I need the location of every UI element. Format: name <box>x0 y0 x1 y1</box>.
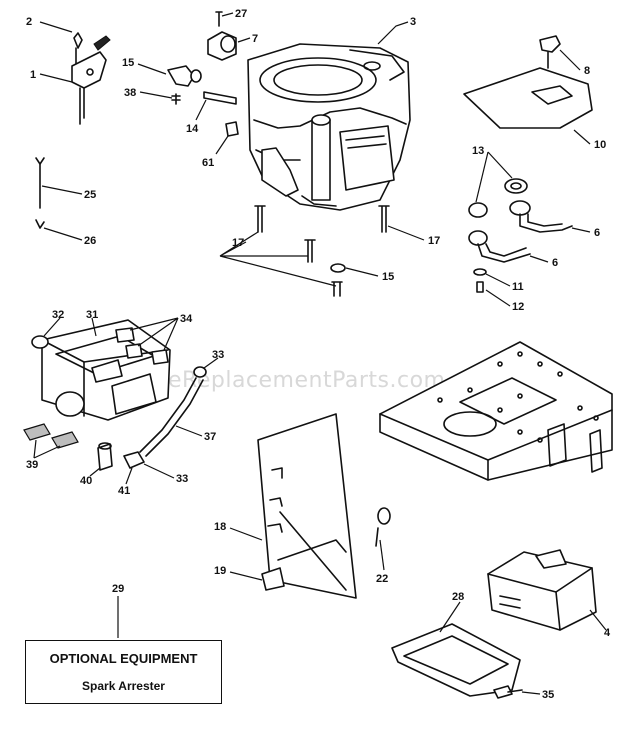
callout-8: 8 <box>584 65 590 77</box>
callout-numbers: 2 27 3 7 15 1 38 14 61 8 10 13 6 6 25 26… <box>26 8 611 701</box>
engine-plate-part <box>463 35 593 129</box>
callout-28: 28 <box>452 591 464 603</box>
callout-6-lower: 6 <box>552 257 558 269</box>
callout-3: 3 <box>410 16 416 28</box>
callout-25: 25 <box>84 189 96 201</box>
engine-part <box>247 43 411 211</box>
callout-27: 27 <box>235 8 247 20</box>
tube-part <box>123 366 207 469</box>
callout-33-lower: 33 <box>176 473 188 485</box>
fuel-fitting-part <box>207 11 237 61</box>
spark-arrester-label: Spark Arrester <box>82 679 165 693</box>
leader-lines <box>33 12 607 695</box>
spring-part <box>35 157 45 229</box>
fuel-line-part <box>468 178 573 293</box>
callout-12: 12 <box>512 301 524 313</box>
callout-29: 29 <box>112 583 124 595</box>
callout-38: 38 <box>124 87 136 99</box>
frame-part <box>379 341 613 481</box>
callout-41: 41 <box>118 485 130 497</box>
optional-equipment-title: OPTIONAL EQUIPMENT <box>49 651 198 666</box>
shield-panel-part <box>257 413 391 599</box>
callout-1: 1 <box>30 69 36 81</box>
throttle-control-part <box>71 32 111 125</box>
callout-33-upper: 33 <box>212 349 224 361</box>
muffler-part <box>487 549 597 631</box>
elbow-fitting-part <box>167 65 239 137</box>
callout-26: 26 <box>84 235 96 247</box>
callout-18: 18 <box>214 521 226 533</box>
callout-31: 31 <box>86 309 98 321</box>
callout-32: 32 <box>52 309 64 321</box>
optional-equipment-box: OPTIONAL EQUIPMENT Spark Arrester <box>25 640 222 704</box>
muffler-assembly-part <box>23 319 171 471</box>
callout-22: 22 <box>376 573 388 585</box>
callout-7: 7 <box>252 33 258 45</box>
callout-35: 35 <box>542 689 554 701</box>
callout-14: 14 <box>186 123 199 135</box>
callout-11: 11 <box>512 281 524 293</box>
callout-17-left: 17 <box>232 237 244 249</box>
callout-39: 39 <box>26 459 38 471</box>
engine-bolts-part <box>254 205 390 297</box>
callout-40: 40 <box>80 475 92 487</box>
callout-10: 10 <box>594 139 606 151</box>
callout-37: 37 <box>204 431 216 443</box>
callout-15-top: 15 <box>122 57 134 69</box>
watermark-text: eReplacementParts.com <box>168 368 445 393</box>
callout-6-upper: 6 <box>594 227 600 239</box>
callout-61: 61 <box>202 157 214 169</box>
heat-shield-part <box>391 623 523 699</box>
callout-2: 2 <box>26 16 32 28</box>
callout-4: 4 <box>604 627 611 639</box>
callout-34: 34 <box>180 313 193 325</box>
callout-13: 13 <box>472 145 484 157</box>
callout-19: 19 <box>214 565 226 577</box>
callout-15-lower: 15 <box>382 271 394 283</box>
callout-17-right: 17 <box>428 235 440 247</box>
